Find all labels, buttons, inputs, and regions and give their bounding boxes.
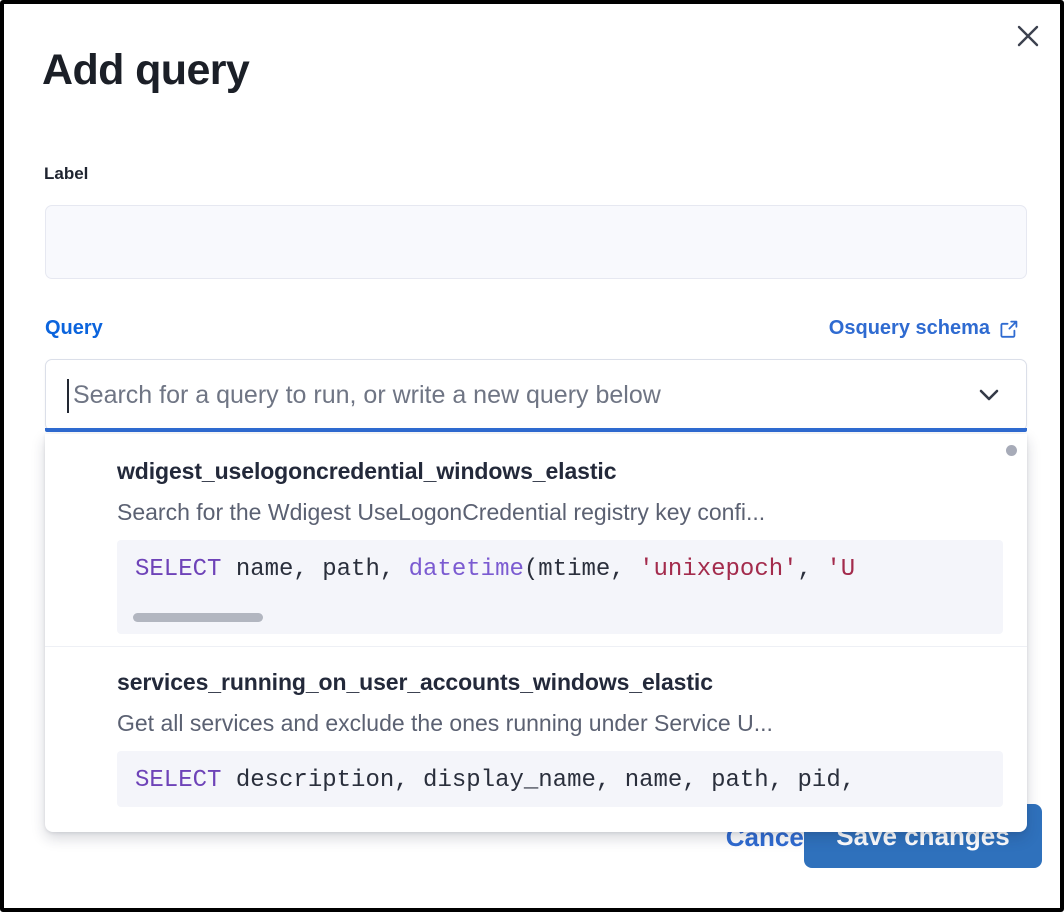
sql-snippet: SELECT name, path, datetime(mtime, 'unix… xyxy=(117,556,1003,584)
query-combobox[interactable]: Search for a query to run, or write a ne… xyxy=(45,359,1027,431)
chevron-down-icon[interactable] xyxy=(974,360,1004,430)
close-icon[interactable] xyxy=(1008,16,1048,56)
osquery-schema-link-label: Osquery schema xyxy=(828,317,990,339)
list-item-title: wdigest_uselogoncredential_windows_elast… xyxy=(117,458,617,484)
list-item-title: services_running_on_user_accounts_window… xyxy=(117,669,713,695)
sql-args: (mtime, xyxy=(523,556,640,583)
sql-keyword: SELECT xyxy=(135,556,222,583)
list-item-code-block[interactable]: SELECT description, display_name, name, … xyxy=(117,751,1003,807)
focus-underline xyxy=(45,428,1027,432)
label-input[interactable] xyxy=(45,205,1027,279)
sql-columns: description, display_name, name, path, p… xyxy=(221,767,856,794)
sql-string-1: 'unixepoch' xyxy=(639,556,798,583)
list-item[interactable]: wdigest_uselogoncredential_windows_elast… xyxy=(45,434,1027,634)
text-caret xyxy=(67,379,69,413)
add-query-modal: Cancel Save changes Add query Label Quer… xyxy=(4,4,1060,908)
sql-keyword: SELECT xyxy=(135,767,222,794)
code-horizontal-scrollbar[interactable] xyxy=(133,613,263,622)
list-item-description: Get all services and exclude the ones ru… xyxy=(117,710,773,736)
list-item[interactable]: services_running_on_user_accounts_window… xyxy=(45,646,1027,807)
sql-function: datetime xyxy=(408,556,524,583)
query-field-label: Query xyxy=(45,317,103,339)
sql-separator: , xyxy=(797,556,827,583)
sql-string-2: 'U xyxy=(826,556,856,583)
external-link-icon xyxy=(999,319,1019,339)
sql-columns: name, path, xyxy=(221,556,409,583)
dropdown-scrollbar[interactable] xyxy=(1006,445,1017,456)
query-search-input[interactable]: Search for a query to run, or write a ne… xyxy=(73,380,661,409)
list-item-description: Search for the Wdigest UseLogonCredentia… xyxy=(117,499,766,525)
label-field-label: Label xyxy=(44,164,89,183)
list-item-code-block[interactable]: SELECT name, path, datetime(mtime, 'unix… xyxy=(117,540,1003,634)
query-suggestions-dropdown: wdigest_uselogoncredential_windows_elast… xyxy=(45,434,1027,832)
page-title: Add query xyxy=(42,46,250,94)
osquery-schema-link[interactable]: Osquery schema xyxy=(829,317,1019,340)
sql-snippet: SELECT description, display_name, name, … xyxy=(117,767,1003,795)
